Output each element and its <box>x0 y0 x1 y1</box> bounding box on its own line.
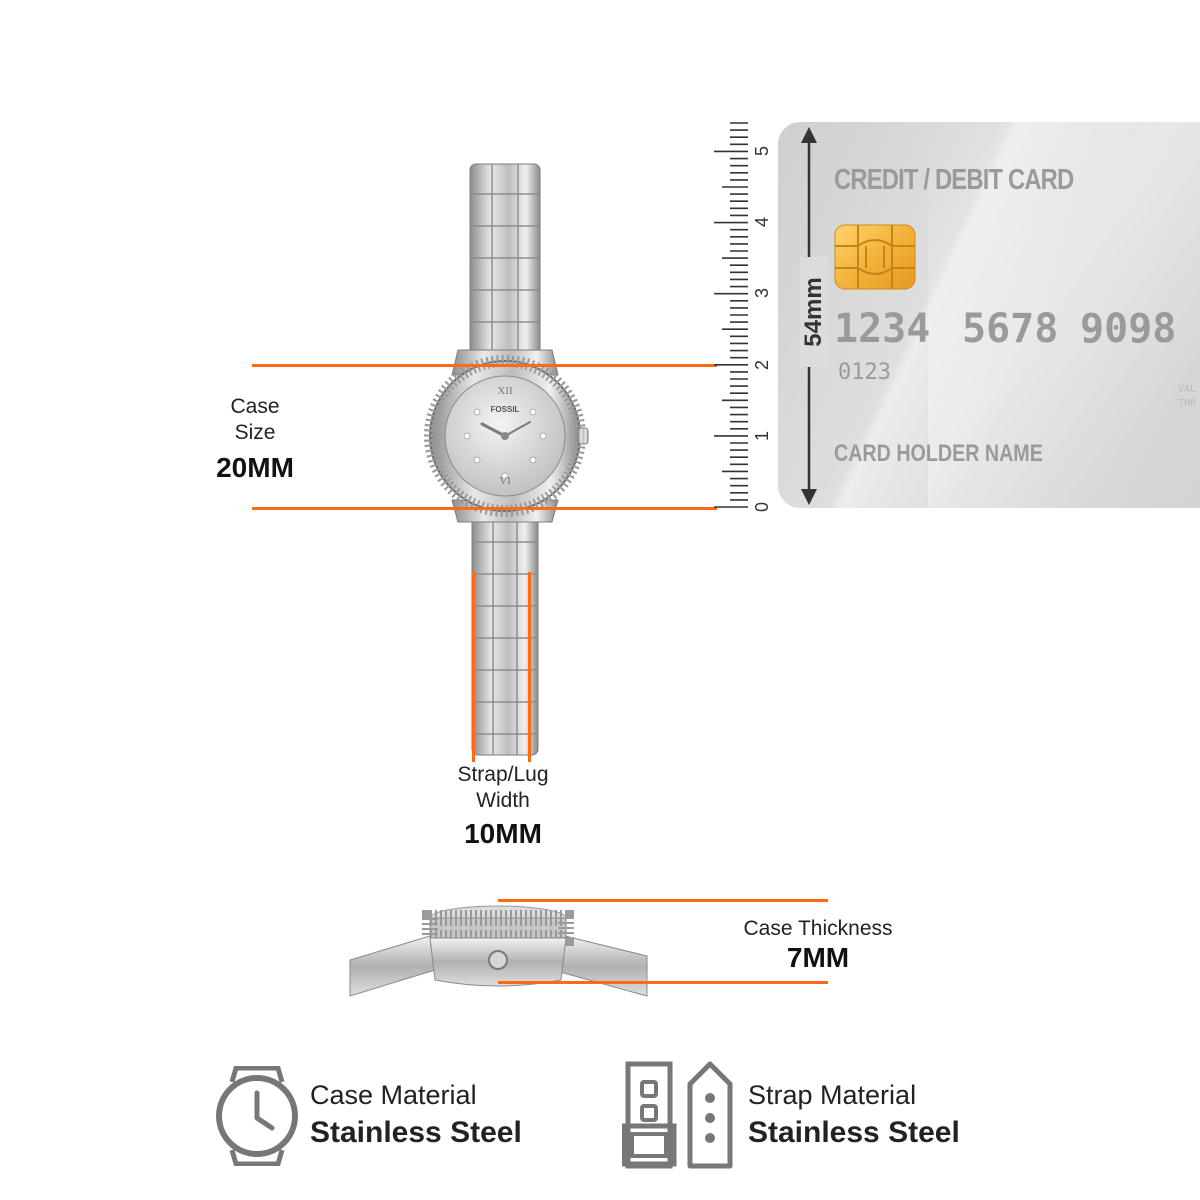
strap-width-label: Strap/Lug Width <box>457 763 549 812</box>
ruler-label-5: 5 <box>752 146 772 156</box>
card-number-group-1: 1234 <box>834 306 931 352</box>
strap-outline-icon <box>622 1061 733 1169</box>
watch-front-illustration: XII VI FOSSIL <box>424 163 589 756</box>
case-thickness-value: 7MM <box>786 942 850 973</box>
strap-width-value: 10MM <box>464 818 542 849</box>
ruler: 0 1 2 3 4 5 <box>714 122 772 512</box>
watch-side-illustration <box>349 905 648 997</box>
chip-icon <box>834 224 916 290</box>
ruler-label-1: 1 <box>752 431 772 441</box>
strap-material-label: Strap Material <box>748 1080 917 1110</box>
thickness-top-line <box>498 899 828 902</box>
watch-brand-text: FOSSIL <box>491 405 520 414</box>
card-number-group-3: 9098 <box>1080 306 1177 352</box>
ruler-tick-labels: 0 1 2 3 4 5 <box>752 146 772 512</box>
case-thickness-label: Case Thickness <box>743 917 893 940</box>
case-size-value: 20MM <box>216 452 294 483</box>
strap-material-value: Stainless Steel <box>748 1116 960 1149</box>
ruler-label-3: 3 <box>752 288 772 298</box>
ruler-label-4: 4 <box>752 217 772 227</box>
card-holder-name: CARD HOLDER NAME <box>834 440 1043 467</box>
card-height-label: 54mm <box>800 257 828 367</box>
case-size-label: Case Size <box>230 395 280 444</box>
case-size-bottom-line <box>252 507 717 510</box>
card-number-group-2: 5678 <box>962 306 1059 352</box>
svg-text:VI: VI <box>499 475 511 487</box>
svg-text:XII: XII <box>497 385 513 397</box>
card-valid-text-2: THR <box>1178 398 1197 409</box>
thickness-bottom-line <box>498 981 828 984</box>
strap-width-right-line <box>528 572 531 762</box>
credit-card: CREDIT / DEBIT CARD 1234 5678 9098 0123 … <box>778 122 1200 508</box>
card-small-number: 0123 <box>838 360 891 385</box>
case-material-value: Stainless Steel <box>310 1116 522 1149</box>
case-material-label: Case Material <box>310 1080 477 1110</box>
watch-outline-icon <box>216 1066 298 1166</box>
case-size-top-line <box>252 364 717 367</box>
ruler-label-2: 2 <box>752 360 772 370</box>
strap-width-left-line <box>472 572 475 762</box>
card-valid-text-1: VAL <box>1178 384 1197 395</box>
card-title: CREDIT / DEBIT CARD <box>834 164 1074 196</box>
ruler-label-0: 0 <box>752 502 772 512</box>
